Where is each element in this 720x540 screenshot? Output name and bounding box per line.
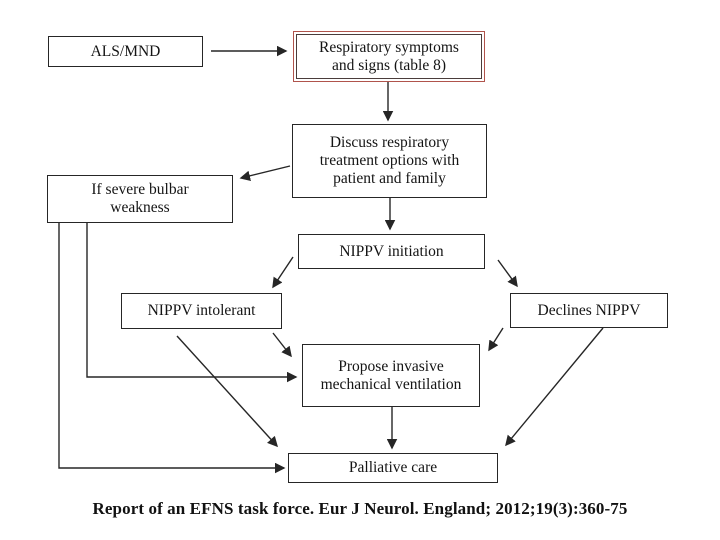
node-discuss-options: Discuss respiratory treatment options wi… bbox=[292, 124, 487, 198]
node-respiratory-signs: Respiratory symptoms and signs (table 8) bbox=[293, 31, 485, 82]
node-propose-invasive: Propose invasive mechanical ventilation bbox=[302, 344, 480, 407]
node-nippv-intolerant: NIPPV intolerant bbox=[121, 293, 282, 329]
node-respiratory-signs-box: Respiratory symptoms and signs (table 8) bbox=[296, 34, 482, 79]
edge-discuss-to-bulbar bbox=[239, 165, 291, 181]
edge-bulbar-to-palliative bbox=[58, 223, 286, 474]
node-nippv-intolerant-label: NIPPV intolerant bbox=[147, 302, 256, 320]
node-declines-nippv-label: Declines NIPPV bbox=[537, 301, 641, 319]
node-als-mnd-label: ALS/MND bbox=[90, 42, 161, 60]
node-severe-bulbar-label: If severe bulbar weakness bbox=[91, 181, 189, 216]
reference-caption: Report of an EFNS task force. Eur J Neur… bbox=[92, 499, 628, 518]
node-severe-bulbar: If severe bulbar weakness bbox=[47, 175, 233, 223]
node-nippv-initiation: NIPPV initiation bbox=[298, 234, 485, 269]
edge-declines-to-invasive bbox=[488, 327, 504, 352]
edge-bulbar-to-invasive bbox=[86, 223, 298, 383]
node-respiratory-signs-label: Respiratory symptoms and signs (table 8) bbox=[319, 38, 459, 74]
node-nippv-initiation-label: NIPPV initiation bbox=[339, 242, 444, 260]
edge-initiation-to-intolerant bbox=[272, 256, 294, 289]
node-propose-invasive-label: Propose invasive mechanical ventilation bbox=[320, 357, 462, 393]
node-als-mnd: ALS/MND bbox=[48, 36, 203, 67]
edge-intolerant-to-invasive bbox=[272, 332, 292, 358]
node-declines-nippv: Declines NIPPV bbox=[510, 293, 668, 328]
edge-initiation-to-declines bbox=[497, 259, 518, 288]
node-palliative-care-label: Palliative care bbox=[348, 459, 438, 477]
node-discuss-options-label: Discuss respiratory treatment options wi… bbox=[319, 134, 460, 187]
edge-intolerant-to-palliative bbox=[176, 335, 278, 448]
node-palliative-care: Palliative care bbox=[288, 453, 498, 483]
edge-declines-to-palliative bbox=[505, 327, 604, 447]
